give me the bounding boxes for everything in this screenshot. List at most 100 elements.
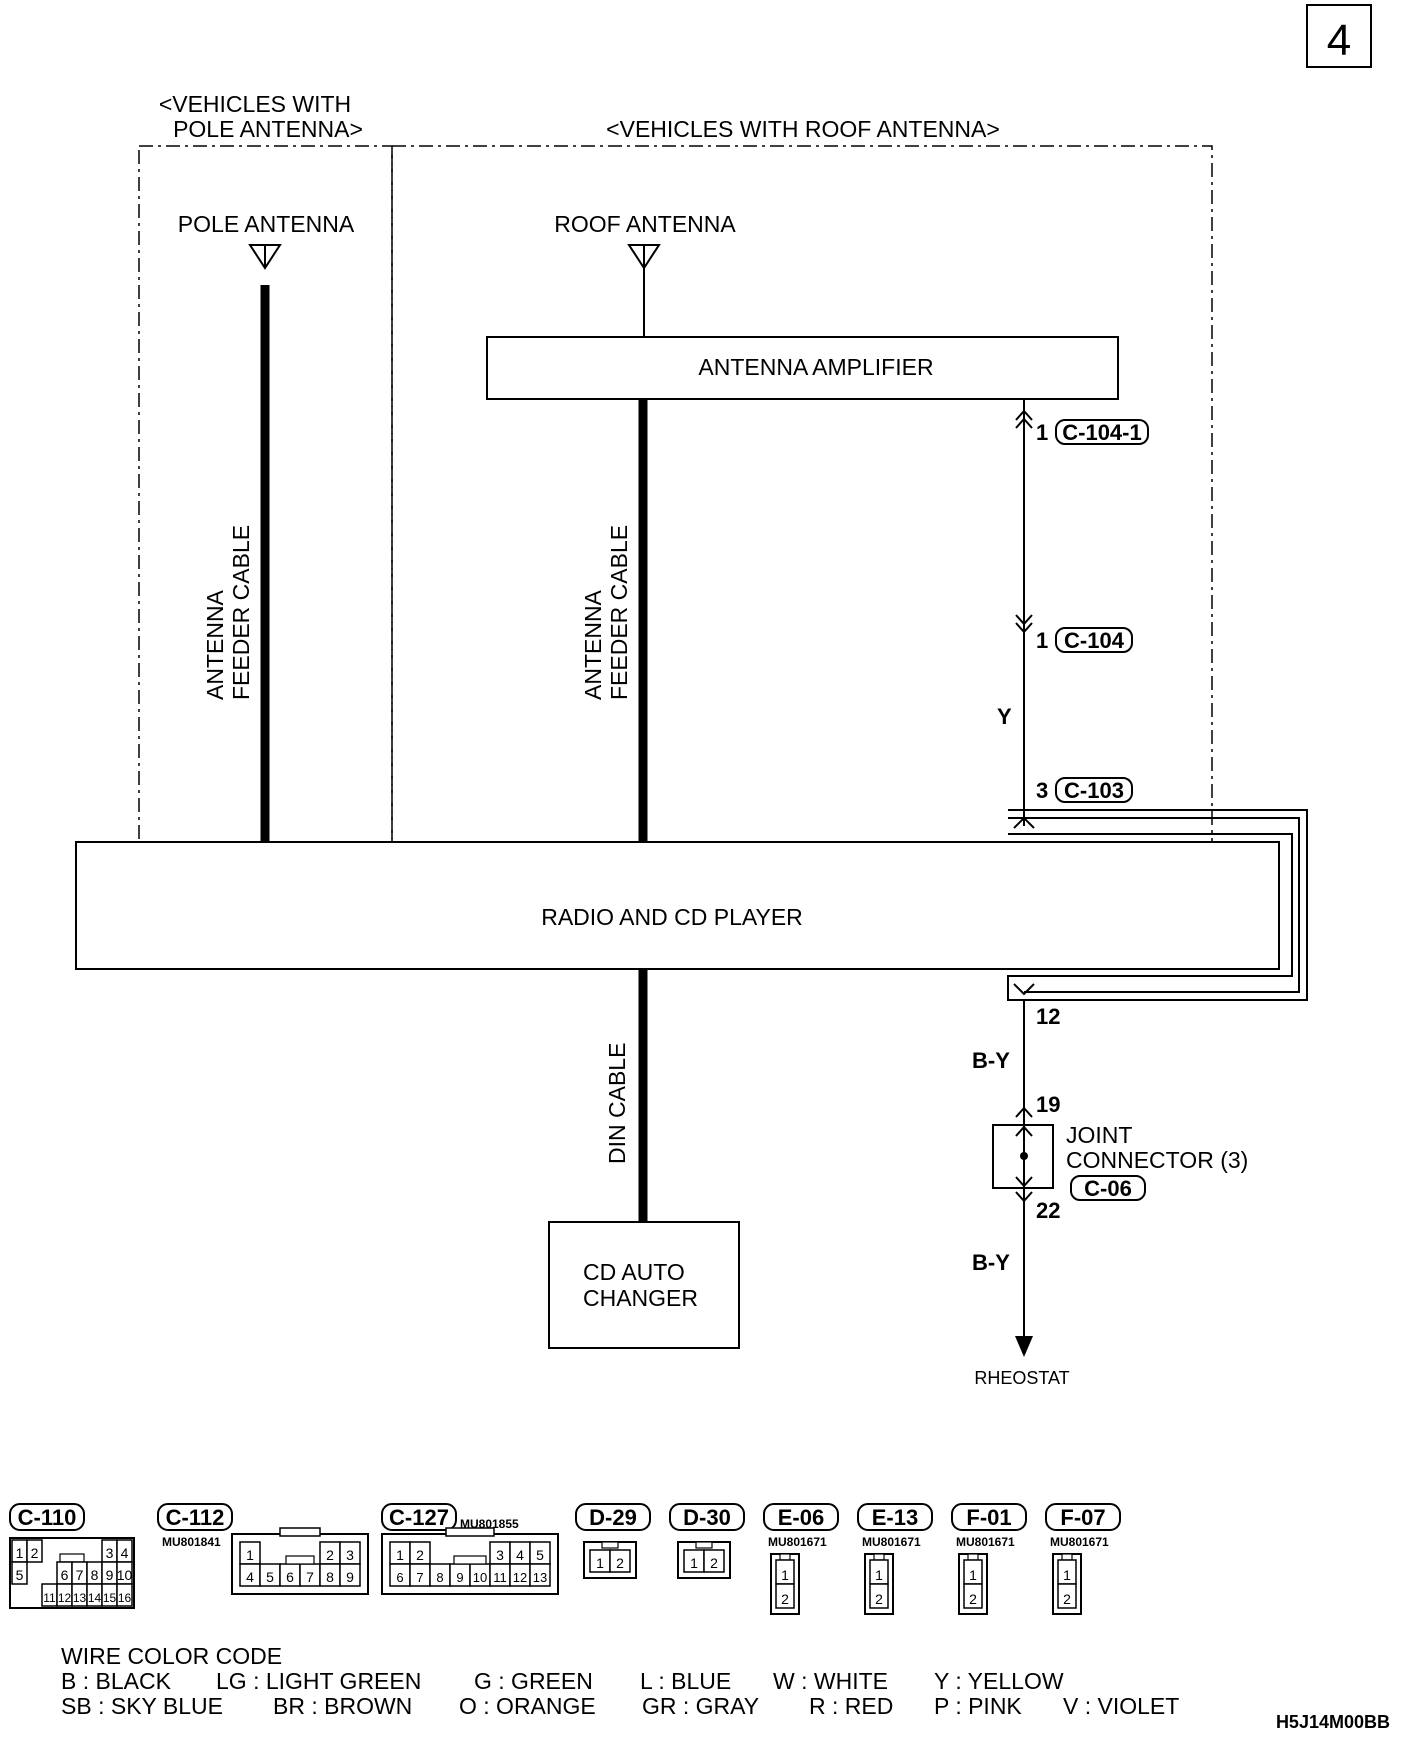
region-pole-label-1: <VEHICLES WITH [159, 91, 351, 117]
wire-color-lower-1: B-Y [972, 1048, 1010, 1073]
svg-text:4: 4 [516, 1547, 524, 1563]
radio-pin-12-marker [1013, 983, 1035, 996]
svg-text:8: 8 [326, 1569, 334, 1585]
radio-pin-3-marker [1013, 816, 1035, 829]
joint-pin-19: 19 [1036, 1092, 1060, 1117]
svg-text:16: 16 [118, 1591, 132, 1605]
svg-text:8: 8 [91, 1567, 99, 1583]
svg-text:2: 2 [31, 1545, 39, 1561]
joint-pin-22: 22 [1036, 1198, 1060, 1223]
radio-pin-12: 12 [1036, 1004, 1060, 1029]
roof-feeder-label-1: ANTENNA [580, 589, 606, 700]
svg-text:1: 1 [969, 1567, 977, 1583]
antenna-amplifier-box [486, 336, 1119, 400]
svg-text:7: 7 [306, 1569, 314, 1585]
svg-text:6: 6 [396, 1570, 403, 1585]
svg-text:7: 7 [416, 1570, 423, 1585]
svg-text:5: 5 [536, 1547, 544, 1563]
connector-chevron-c104-1 [1015, 409, 1033, 429]
svg-text:1: 1 [16, 1545, 24, 1561]
cd-auto-changer-label-1: CD AUTO [583, 1259, 685, 1285]
legend-part-number: MU801671 [956, 1535, 1015, 1549]
svg-text:9: 9 [106, 1567, 114, 1583]
joint-connector-label-2: CONNECTOR (3) [1066, 1147, 1248, 1173]
svg-text:5: 5 [16, 1567, 24, 1583]
connector-pin-c104-1: 1 [1036, 420, 1048, 445]
legend-connector-id: D-29 [589, 1505, 637, 1530]
radio-connector-outline-inner [1008, 817, 1300, 993]
legend-connector-id: E-13 [872, 1505, 918, 1530]
svg-text:2: 2 [616, 1555, 624, 1571]
svg-text:2: 2 [1063, 1591, 1071, 1607]
legend-connector-id: D-30 [683, 1505, 731, 1530]
page-number-box [1306, 4, 1372, 68]
svg-text:7: 7 [76, 1567, 84, 1583]
svg-text:8: 8 [436, 1570, 443, 1585]
joint-in-chevron [1015, 1106, 1033, 1118]
svg-text:C-104-1: C-104-1 [1062, 420, 1141, 445]
svg-text:4: 4 [121, 1545, 129, 1561]
svg-text:10: 10 [473, 1570, 487, 1585]
pole-antenna-icon [248, 244, 282, 270]
svg-text:C-104: C-104 [1064, 628, 1125, 653]
svg-text:2: 2 [326, 1547, 334, 1563]
svg-text:P : PINK: P : PINK [934, 1693, 1022, 1719]
svg-text:Y : YELLOW: Y : YELLOW [934, 1668, 1064, 1694]
roof-feeder-label-2: FEEDER CABLE [606, 525, 632, 700]
svg-text:9: 9 [456, 1570, 463, 1585]
svg-text:SB : SKY BLUE: SB : SKY BLUE [61, 1693, 223, 1719]
svg-text:O : ORANGE: O : ORANGE [459, 1693, 596, 1719]
svg-text:1: 1 [246, 1547, 254, 1563]
svg-text:15: 15 [103, 1591, 117, 1605]
svg-text:2: 2 [416, 1547, 424, 1563]
radio-cd-player-label: RADIO AND CD PLAYER [541, 904, 803, 930]
legend-connector-id: C-110 [18, 1505, 77, 1530]
svg-text:B : BLACK: B : BLACK [61, 1668, 172, 1694]
svg-text:5: 5 [266, 1569, 274, 1585]
joint-connector-label-1: JOINT [1066, 1122, 1132, 1148]
antenna-amplifier-label: ANTENNA AMPLIFIER [698, 354, 933, 380]
svg-text:2: 2 [969, 1591, 977, 1607]
pole-antenna-label: POLE ANTENNA [178, 211, 355, 237]
joint-internal-bottom-chevron [1015, 1176, 1033, 1188]
svg-text:R : RED: R : RED [809, 1693, 893, 1719]
svg-text:LG : LIGHT GREEN: LG : LIGHT GREEN [216, 1668, 421, 1694]
connector-pin-c104: 1 [1036, 628, 1048, 653]
connector-tag-c104: C-104 [1055, 627, 1133, 653]
svg-text:GR : GRAY: GR : GRAY [642, 1693, 759, 1719]
svg-text:3: 3 [496, 1547, 504, 1563]
roof-antenna-icon [627, 244, 661, 270]
rheostat-arrow [1015, 1336, 1033, 1357]
wire-color-lower-2: B-Y [972, 1250, 1010, 1275]
joint-connector-tag: C-06 [1070, 1175, 1146, 1201]
svg-text:2: 2 [875, 1591, 883, 1607]
legend-part-number: MU801671 [768, 1535, 827, 1549]
svg-text:1: 1 [396, 1547, 404, 1563]
wire-color-code-row-1: B : BLACK LG : LIGHT GREEN G : GREEN L :… [61, 1668, 1064, 1694]
svg-text:12: 12 [58, 1591, 72, 1605]
svg-text:2: 2 [781, 1591, 789, 1607]
legend-connector-id: F-01 [966, 1505, 1011, 1530]
legend-connector-id: C-127 [389, 1505, 449, 1530]
wire-color-code-row-2: SB : SKY BLUE BR : BROWN O : ORANGE GR :… [61, 1693, 1179, 1719]
svg-text:13: 13 [73, 1591, 87, 1605]
cd-auto-changer-label-2: CHANGER [583, 1285, 698, 1311]
figure-code: H5J14M00BB [1276, 1712, 1390, 1732]
connector-tag-c103: C-103 [1055, 777, 1133, 803]
din-cable-label: DIN CABLE [604, 1043, 630, 1164]
wire-color-code-title: WIRE COLOR CODE [61, 1643, 282, 1669]
svg-text:11: 11 [493, 1570, 507, 1585]
page-number: 4 [1327, 16, 1351, 65]
svg-text:6: 6 [286, 1569, 294, 1585]
pole-feeder-label-2: FEEDER CABLE [228, 525, 254, 700]
legend-connector-id: E-06 [778, 1505, 824, 1530]
svg-text:C-06: C-06 [1084, 1176, 1132, 1201]
